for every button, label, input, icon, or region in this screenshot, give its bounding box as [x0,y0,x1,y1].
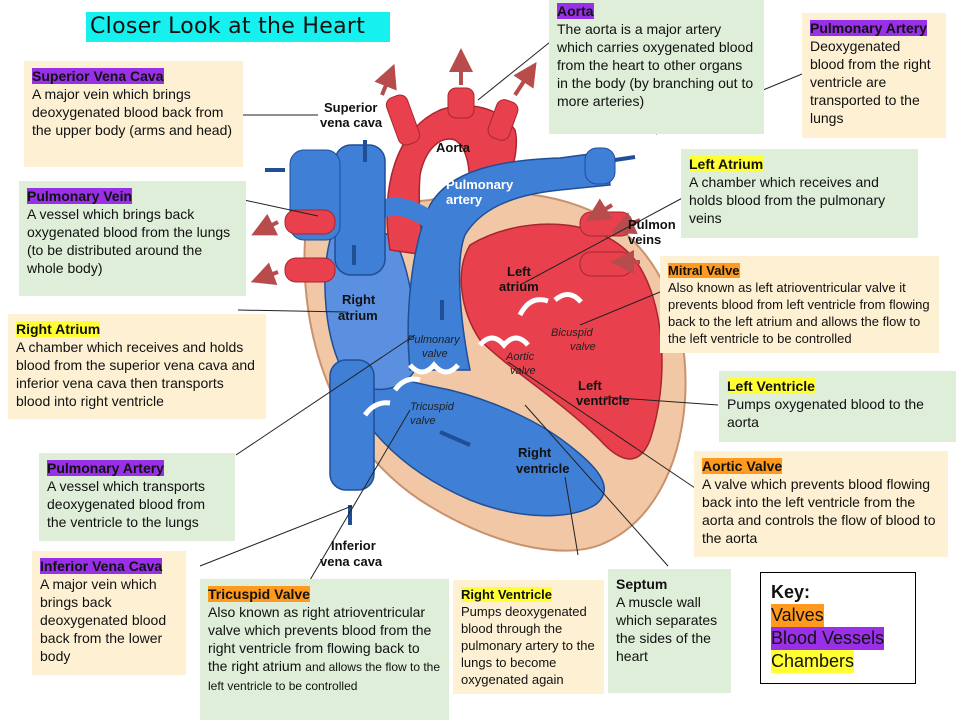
aortic-valve-shape [478,335,530,349]
label-right-atrium-2: atrium [338,308,378,323]
label-superior-vena-cava-2: vena cava [320,115,383,130]
pulmonary-artery-branch-right [584,147,616,185]
label-aortic-valve-1: Aortic [505,351,535,363]
legend-key: Key: Valves Blood Vessels Chambers [760,572,916,684]
label-right-ventricle-2: ventricle [516,461,569,476]
info-box-text: A chamber which receives and holds blood… [689,174,886,226]
info-box-text: Pumps deoxygenated blood through the pul… [461,604,595,687]
info-box-text-small: and allows the flow to the left ventricl… [208,660,441,693]
page-title: Closer Look at the Heart [86,12,390,42]
left-ventricle-shape [460,223,663,460]
info-box-heading: Mitral Valve [668,263,740,278]
info-box-superior-vena-cava: Superior Vena Cava A major vein which br… [24,61,243,167]
info-box-septum: Septum A muscle wall which separates the… [608,569,731,693]
pulmonary-vein-right-1 [579,211,633,237]
aorta-branch-2 [447,87,475,119]
info-box-inferior-vena-cava: Inferior Vena Cava A major vein which br… [32,551,186,675]
info-box-text: Deoxygenated blood from the right ventri… [810,38,931,126]
info-box-text: A vessel which brings back oxygenated bl… [27,206,231,276]
label-bicuspid-valve-2: valve [570,341,596,353]
pulmonary-vein-left-1 [284,209,336,235]
pulmonary-artery-shape [407,151,611,371]
info-box-text: The aorta is a major artery which carrie… [557,21,754,109]
legend-title: Key: [771,582,811,602]
info-box-pulmonary-vein: Pulmonary Vein A vessel which brings bac… [19,181,246,296]
info-box-text: A major vein which brings back deoxygena… [40,576,167,664]
label-left-ventricle-1: Left [578,378,603,393]
label-inferior-vena-cava-1: Inferior [331,538,376,553]
info-box-right-ventricle: Right Ventricle Pumps deoxygenated blood… [453,580,604,694]
info-box-pulmonary-artery-left: Pulmonary Artery A vessel which transpor… [39,453,235,541]
info-box-heading: Superior Vena Cava [32,68,164,84]
label-pulmonary-valve-2: valve [422,348,448,360]
bicuspid-valve-shape [517,292,583,317]
label-aorta: Aorta [436,140,471,155]
legend-chambers: Chambers [771,650,855,673]
info-box-heading: Right Ventricle [461,587,553,602]
info-box-text: A valve which prevents blood flowing bac… [702,476,936,546]
info-box-aortic-valve: Aortic Valve A valve which prevents bloo… [694,451,948,557]
legend-valves: Valves [771,604,824,627]
info-box-text: Pumps oxygenated blood to the aorta [727,396,924,430]
label-superior-vena-cava-1: Superior [324,100,377,115]
info-box-heading: Left Atrium [689,156,764,172]
label-pulmonary-artery-1: Pulmonary [446,177,514,192]
info-box-heading: Pulmonary Artery [810,20,927,36]
right-ventricle-shape [339,358,605,517]
info-box-heading: Septum [616,576,668,592]
label-right-ventricle-1: Right [518,445,552,460]
label-tricuspid-valve-1: Tricuspid [410,401,455,413]
label-inferior-vena-cava-2: vena cava [320,554,383,569]
info-box-pulmonary-artery-top: Pulmonary Artery Deoxygenated blood from… [802,13,946,138]
legend-blood-vessels: Blood Vessels [771,627,885,650]
label-bicuspid-valve-1: Bicuspid [551,327,593,339]
label-pulmonary-valve-1: Pulmonary [407,334,461,346]
info-box-text: A major vein which brings deoxygenated b… [32,86,233,138]
info-box-heading: Right Atrium [16,321,101,337]
info-box-heading: Aortic Valve [702,458,783,474]
info-box-text: A vessel which transports deoxygenated b… [47,478,205,530]
info-box-right-atrium: Right Atrium A chamber which receives an… [8,314,266,419]
info-box-heading: Tricuspid Valve [208,586,310,602]
info-box-heading: Pulmonary Vein [27,188,133,204]
info-box-aorta: Aorta The aorta is a major artery which … [549,0,764,134]
pulmonary-valve-shape [408,361,460,375]
superior-vena-cava-shape [334,144,386,276]
info-box-text-main: Also known as right atrioventricular val… [208,604,432,674]
info-box-tricuspid-valve: Tricuspid Valve Also known as right atri… [200,579,449,720]
label-aortic-valve-2: valve [510,365,536,377]
info-box-text: Also known as right atrioventricular val… [208,603,441,695]
label-tricuspid-valve-2: valve [410,415,436,427]
label-right-atrium-1: Right [342,292,376,307]
info-box-text: A chamber which receives and holds blood… [16,339,255,409]
label-left-atrium-2: atrium [499,279,539,294]
tricuspid-valve-shape [362,376,421,417]
info-box-left-atrium: Left Atrium A chamber which receives and… [681,149,918,238]
info-box-text: A muscle wall which separates the sides … [616,594,718,664]
label-pulmonary-veins-2: veins [628,232,661,247]
info-box-heading: Aorta [557,3,594,19]
info-box-heading: Pulmonary Artery [47,460,164,476]
info-box-heading: Left Ventricle [727,378,815,394]
label-pulmonary-artery-2: artery [446,192,483,207]
label-left-ventricle-2: ventricle [576,393,629,408]
info-box-mitral-valve: Mitral Valve Also known as left atrioven… [660,256,939,353]
aorta-branch-1 [385,94,421,146]
pulmonary-vein-left-2 [284,257,336,283]
aorta-branch-3 [487,99,519,141]
info-box-text: Also known as left atrioventricular valv… [668,280,930,346]
label-pulmonary-veins-1: Pulmon [628,217,676,232]
label-left-atrium-1: Left [507,264,532,279]
inferior-vena-cava-shape [329,359,375,491]
info-box-heading: Inferior Vena Cava [40,558,163,574]
info-box-left-ventricle: Left Ventricle Pumps oxygenated blood to… [719,371,956,442]
